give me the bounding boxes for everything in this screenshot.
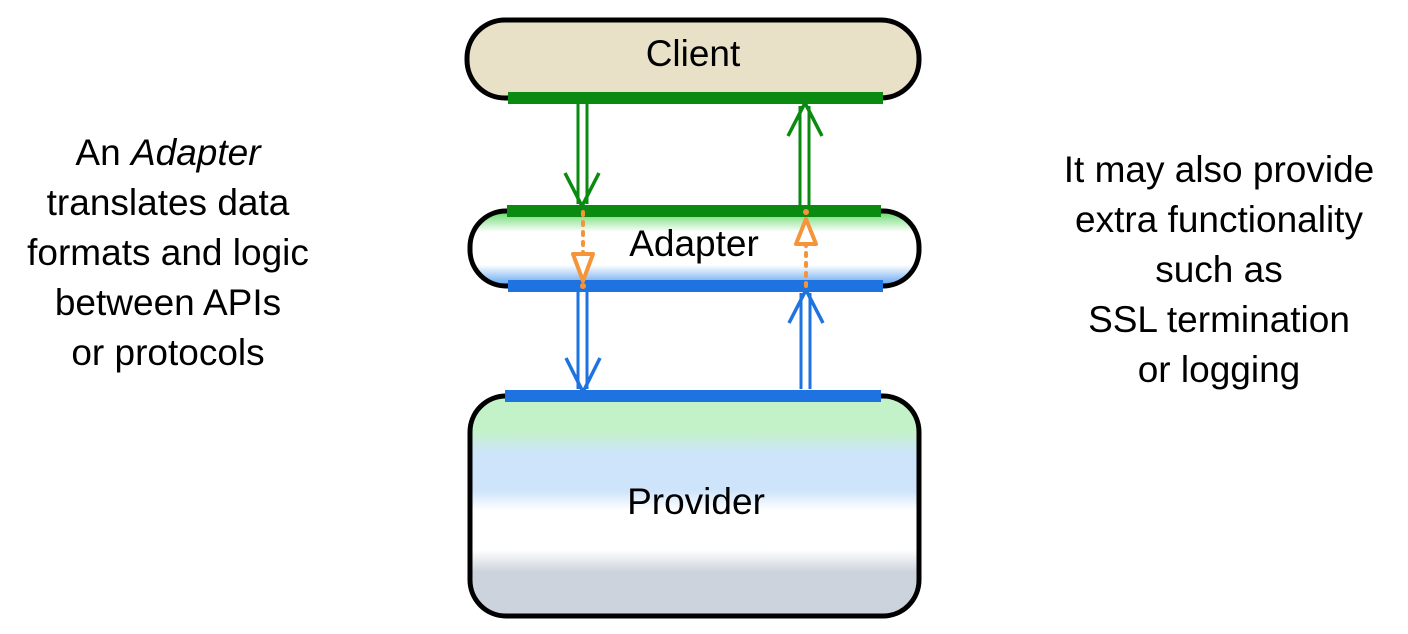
adapter-description-line-1: An Adapter [8,128,328,178]
adapter-description-prefix: An [75,132,131,173]
adapter-internal-up-arrow [794,209,818,288]
client-label: Client [646,33,741,74]
extra-functionality-line-2: extra functionality [1075,199,1363,240]
adapter-provider-interface-bar [508,280,883,292]
extra-functionality-line-1: It may also provide [1063,149,1375,190]
adapter-label: Adapter [629,223,759,264]
adapter-description: An Adapter translates data formats and l… [8,128,328,378]
provider-to-adapter-arrow [787,286,825,389]
client-to-adapter-arrow [563,104,601,210]
adapter-description-line-3: formats and logic [27,232,309,273]
extra-functionality-line-5: or logging [1137,349,1301,390]
adapter-to-provider-arrow [564,292,602,396]
extra-functionality-line-4: SSL termination [1088,299,1350,340]
extra-functionality-note: It may also provide extra functionality … [1040,145,1398,395]
adapter-description-line-4: between APIs [54,282,282,323]
adapter-description-line-5: or protocols [71,332,265,373]
client-interface-bar [508,92,883,104]
adapter-to-client-arrow [786,99,824,206]
provider-label: Provider [627,481,765,522]
adapter-description-line-2: translates data [46,182,290,223]
extra-functionality-line-3: such as [1155,249,1283,290]
adapter-internal-down-arrow [571,210,595,289]
adapter-description-emphasis: Adapter [130,132,261,173]
adapter-client-interface-bar [507,205,881,217]
provider-interface-bar [505,390,881,402]
